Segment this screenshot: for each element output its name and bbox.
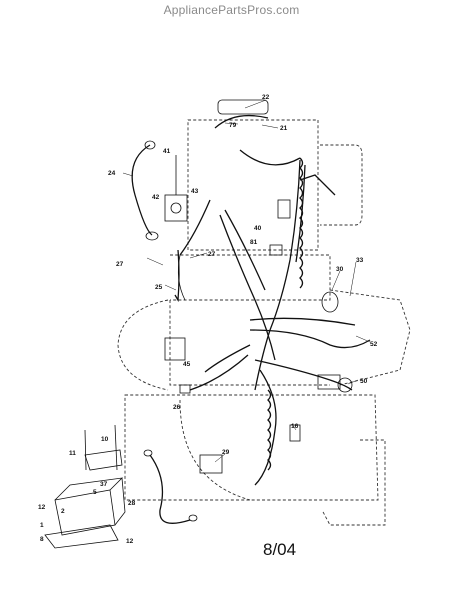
callout-43: 43	[191, 188, 199, 195]
watermark: AppliancePartsPros.com	[163, 3, 300, 17]
callout-52: 52	[370, 341, 378, 348]
cable-24	[131, 144, 153, 236]
callout-33: 33	[356, 257, 364, 264]
callout-22: 22	[262, 94, 270, 101]
callout-27-left: 27	[116, 261, 124, 268]
callout-40: 40	[254, 225, 262, 232]
callout-25: 25	[155, 284, 163, 291]
cable-25	[174, 249, 180, 303]
callout-79: 79	[229, 122, 237, 129]
battery	[44, 477, 126, 549]
callout-8: 8	[40, 536, 44, 543]
callout-1: 1	[40, 522, 44, 529]
cable-28	[149, 454, 191, 524]
callout-37: 37	[100, 481, 108, 488]
callout-27-right: 27	[208, 251, 216, 258]
callout-11: 11	[69, 450, 76, 457]
callout-24: 24	[108, 170, 116, 177]
leader-lines	[122, 99, 371, 463]
callout-45: 45	[183, 361, 191, 368]
callout-28: 28	[128, 500, 136, 507]
callout-2: 2	[61, 508, 65, 515]
components	[164, 99, 353, 474]
callout-81: 81	[250, 239, 258, 246]
callout-12-right: 12	[126, 538, 134, 545]
callout-50: 50	[360, 378, 368, 385]
solenoid	[164, 155, 188, 222]
mower-outline	[117, 119, 411, 526]
callout-16: 16	[291, 423, 299, 430]
callout-42: 42	[152, 194, 160, 201]
callout-5: 5	[93, 489, 97, 496]
callout-30: 30	[336, 266, 344, 273]
battery-bracket	[84, 424, 123, 471]
callout-41: 41	[163, 148, 171, 155]
date-code: 8/04	[263, 540, 297, 559]
callout-10: 10	[101, 436, 109, 443]
wire-harness	[177, 114, 371, 486]
callout-26: 26	[173, 404, 181, 411]
callout-29: 29	[222, 449, 230, 456]
callout-21: 21	[280, 125, 288, 132]
callouts: 22 79 21 24 41 42 43 40 81 27 27 25 30 3…	[38, 94, 378, 545]
coil-section	[267, 157, 304, 471]
callout-12-left: 12	[38, 504, 46, 511]
